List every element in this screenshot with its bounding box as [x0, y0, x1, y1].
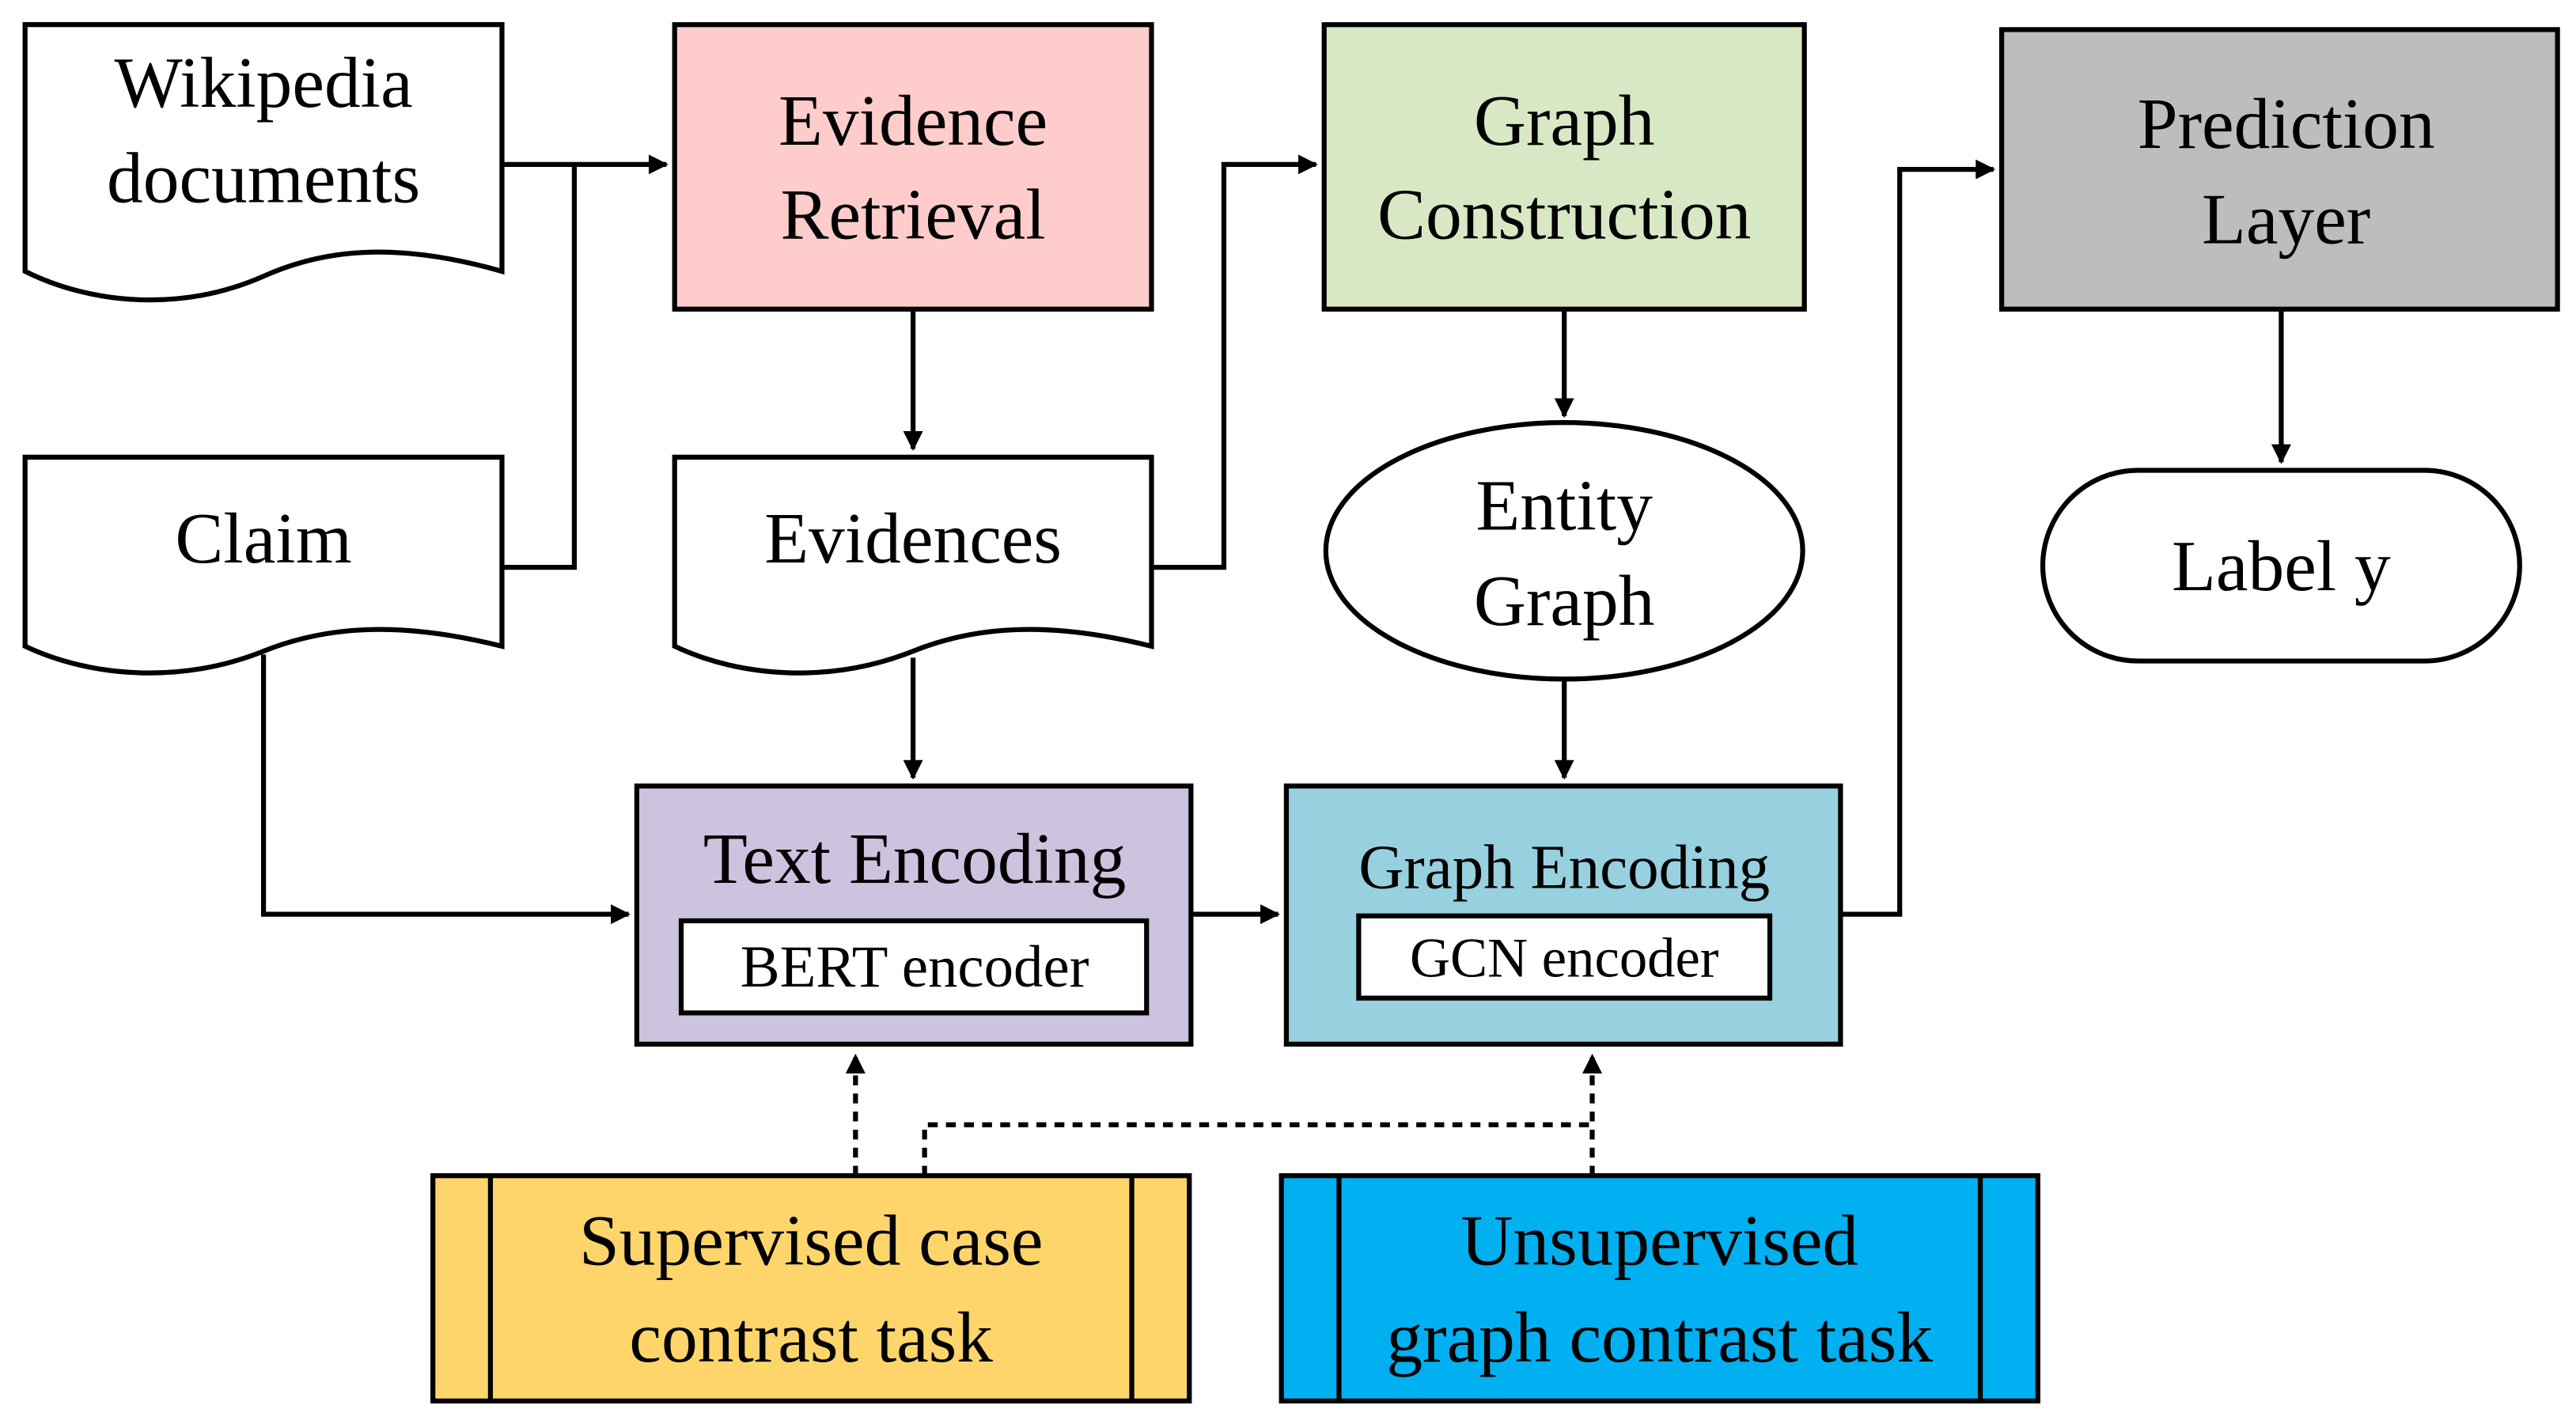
bert-encoder-box [678, 918, 1150, 1016]
claim-label: Claim [175, 498, 352, 578]
graph-encoding-title: Graph Encoding [1358, 833, 1770, 902]
dotted-connectors [845, 1053, 1602, 1176]
evidence-retrieval-box [672, 22, 1154, 312]
entity-graph-line1: Entity [1476, 465, 1653, 545]
supervised-task-line1: Supervised case [579, 1200, 1044, 1280]
document-shape [22, 454, 505, 676]
dotted-supervised-to-graph-encoding [922, 1122, 1593, 1176]
unsupervised-task-line2: graph contrast task [1386, 1297, 1933, 1377]
prediction-layer-box [1998, 27, 2560, 312]
wikipedia-label-line2: documents [107, 138, 420, 218]
evidences-label: Evidences [764, 498, 1062, 578]
wikipedia-documents-node: Wikipedia documents [22, 22, 505, 303]
supervised-task-box [430, 1173, 1192, 1404]
document-shape [672, 454, 1154, 676]
supervised-task-line2: contrast task [629, 1297, 993, 1377]
evidence-retrieval-line1: Evidence [778, 81, 1047, 161]
arrow-claim-to-text-encoding [260, 654, 631, 925]
gcn-encoder-box [1356, 913, 1773, 1001]
wikipedia-label-line1: Wikipedia [114, 43, 412, 123]
text-encoding-title: Text Encoding [703, 819, 1126, 899]
arrow-claim-to-retrieval [502, 164, 578, 570]
entity-graph-node: Entity Graph [1323, 420, 1805, 682]
prediction-layer-node: Prediction Layer [1998, 27, 2560, 312]
bert-encoder-label: BERT encoder [741, 934, 1089, 1000]
connectors [260, 154, 2291, 925]
label-y-terminator [2040, 468, 2522, 664]
evidence-retrieval-line2: Retrieval [781, 174, 1046, 254]
graph-construction-line1: Graph [1474, 81, 1655, 161]
gcn-encoder-label: GCN encoder [1410, 928, 1718, 990]
label-y-node: Label y [2040, 468, 2522, 664]
claim-node: Claim [22, 454, 505, 676]
graph-construction-node: Graph Construction [1321, 22, 1807, 312]
prediction-layer-line1: Prediction [2138, 84, 2435, 164]
document-shape [22, 22, 505, 303]
unsupervised-task-node: Unsupervised graph contrast task [1279, 1173, 2040, 1404]
graph-encoding-node: Graph Encoding GCN encoder [1283, 783, 1843, 1047]
text-encoding-node: Text Encoding BERT encoder [634, 783, 1194, 1047]
unsupervised-task-line1: Unsupervised [1460, 1200, 1858, 1280]
entity-graph-line2: Graph [1474, 561, 1655, 641]
supervised-task-node: Supervised case contrast task [430, 1173, 1192, 1404]
graph-construction-box [1321, 22, 1807, 312]
arrow-evidences-to-construction [1151, 154, 1318, 570]
label-y-label: Label y [2172, 526, 2391, 606]
evidences-node: Evidences [672, 454, 1154, 676]
graph-construction-line2: Construction [1377, 174, 1751, 254]
evidence-retrieval-node: Evidence Retrieval [672, 22, 1154, 312]
arrow-graph-encoding-to-prediction [1840, 159, 1996, 917]
prediction-layer-line2: Layer [2202, 180, 2370, 259]
unsupervised-task-box [1279, 1173, 2040, 1404]
